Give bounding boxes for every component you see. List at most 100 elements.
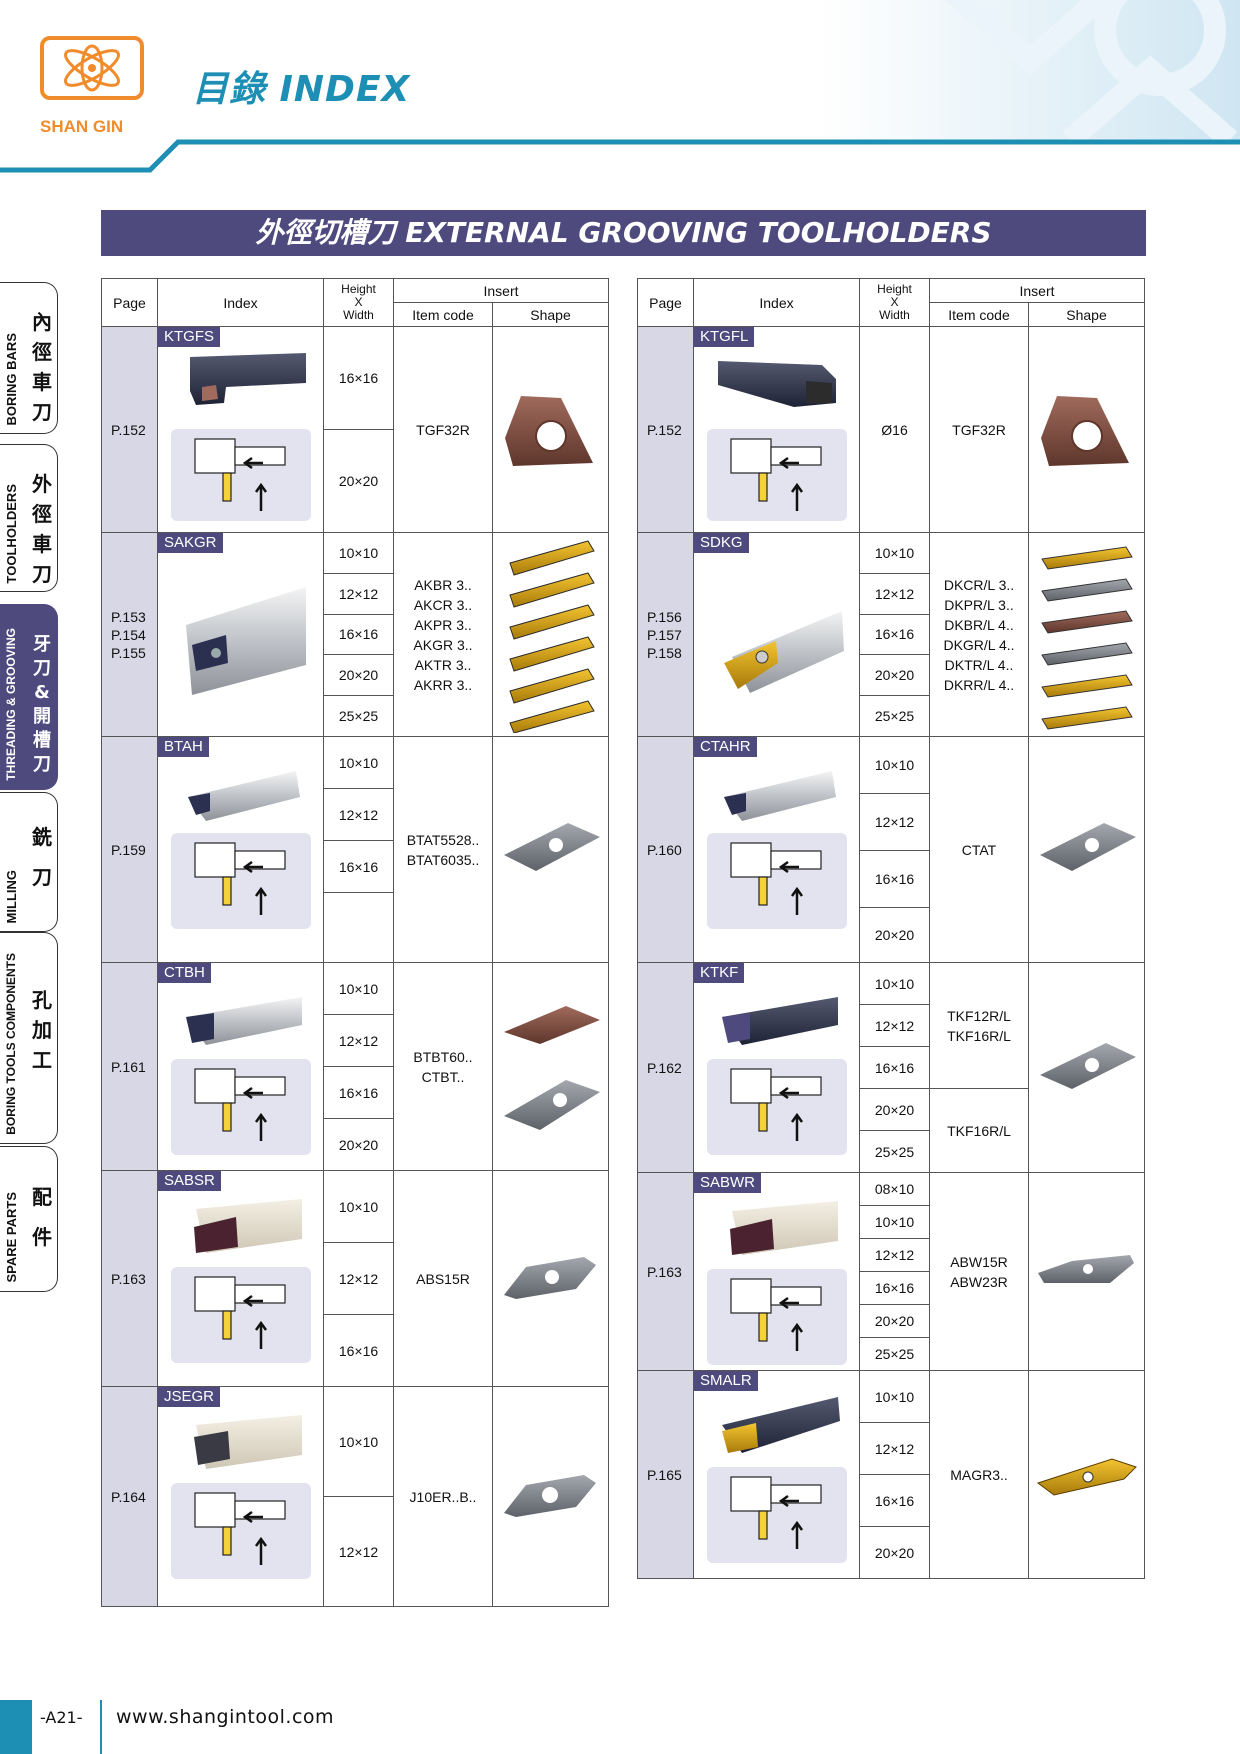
sidebar-tab-boring-tools-components[interactable]: BORING TOOLS COMPONENTS 孔加工 <box>0 932 58 1144</box>
footer-divider <box>100 1700 102 1754</box>
col-page: Page <box>637 278 694 327</box>
product-name: SAKGR <box>158 533 223 553</box>
product-name: CTBH <box>158 963 211 983</box>
size-value: 16×16 <box>323 326 394 430</box>
index-cell[interactable]: CTAHR <box>693 736 860 963</box>
index-cell[interactable]: SABWR <box>693 1172 860 1371</box>
insert-shape <box>491 1170 610 1387</box>
toolholder-diagram <box>170 833 311 929</box>
size-value: 10×10 <box>323 1386 394 1497</box>
index-cell[interactable]: KTKF <box>693 962 860 1173</box>
size-value: 16×16 <box>859 613 930 656</box>
product-name: KTGFS <box>158 327 221 347</box>
sidebar-tab-boring-bars[interactable]: BORING BARS 內徑車刀 <box>0 282 58 434</box>
size-value: 12×12 <box>859 1238 930 1272</box>
item-code: BTBT60..CTBT.. <box>393 962 493 1171</box>
toolholder-photo <box>187 771 300 821</box>
toolholder-photo <box>729 1201 838 1255</box>
toolholder-diagram <box>706 429 847 521</box>
col-index: Index <box>693 278 860 327</box>
size-value: 12×12 <box>859 1004 930 1047</box>
toolholder-photo <box>717 361 836 407</box>
col-item-code: Item code <box>393 302 493 327</box>
toolholder-photo <box>193 1199 302 1253</box>
insert-shape-icon <box>508 540 595 734</box>
col-shape: Shape <box>1027 302 1146 327</box>
product-name: KTGFL <box>694 327 755 347</box>
index-cell[interactable]: SABSR <box>157 1170 324 1387</box>
toolholder-photo <box>185 997 302 1045</box>
size-value: 10×10 <box>859 962 930 1005</box>
insert-shape-icon <box>504 396 593 466</box>
index-cell[interactable]: SMALR <box>693 1370 860 1579</box>
index-cell[interactable]: BTAH <box>157 736 324 963</box>
size-value: 12×12 <box>859 572 930 615</box>
product-name: SDKG <box>694 533 749 553</box>
size-value: 10×10 <box>859 1370 930 1423</box>
sidebar-tab-spare-parts[interactable]: SPARE PARTS 配件 <box>0 1146 58 1292</box>
index-cell[interactable]: CTBH <box>157 962 324 1171</box>
insert-shape <box>1027 326 1146 533</box>
page-ref: P.163 <box>101 1170 158 1387</box>
table-row: P.165 SMALR 10×10 MAGR3.. <box>637 1370 1146 1579</box>
item-code: MAGR3.. <box>929 1370 1029 1579</box>
size-value: 12×12 <box>323 1242 394 1315</box>
size-value: 20×20 <box>859 1526 930 1579</box>
sidebar-tab-toolholders[interactable]: TOOLHOLDERS 外徑車刀 <box>0 444 58 592</box>
col-index: Index <box>157 278 324 327</box>
website-link[interactable]: www.shangintool.com <box>116 1706 335 1728</box>
sidebar-tab-milling[interactable]: MILLING 銑刀 <box>0 792 58 932</box>
product-name: JSEGR <box>158 1387 221 1407</box>
size-value: 16×16 <box>859 850 930 908</box>
index-cell[interactable]: KTGFL <box>693 326 860 533</box>
table-row: P.160 CTAHR 10×10 CTAT <box>637 736 1146 963</box>
size-value: 10×10 <box>859 532 930 574</box>
size-value: 20×20 <box>323 1118 394 1171</box>
atom-logo-icon <box>64 44 120 92</box>
size-value: 16×16 <box>323 613 394 656</box>
product-name: SABSR <box>158 1171 221 1191</box>
page-ref: P.165 <box>637 1370 694 1579</box>
insert-shape-icon <box>1039 1043 1136 1089</box>
page-ref: P.163 <box>637 1172 694 1371</box>
size-value: 12×12 <box>859 793 930 851</box>
insert-shape <box>1027 736 1146 963</box>
size-value: 10×10 <box>323 532 394 574</box>
size-value: 10×10 <box>323 736 394 789</box>
sidebar-tab-threading-grooving[interactable]: THREADING & GROOVING 牙刀&開槽刀 <box>0 604 58 790</box>
page-ref: P.161 <box>101 962 158 1171</box>
section-banner: 外徑切槽刀 EXTERNAL GROOVING TOOLHOLDERS <box>101 210 1146 256</box>
size-value: 20×20 <box>859 907 930 963</box>
insert-shape-icon <box>1037 1255 1134 1283</box>
item-code: TGF32R <box>393 326 493 533</box>
table-row: P.163 SABSR 10×10 ABS15R <box>101 1170 610 1387</box>
item-code: J10ER..B.. <box>393 1386 493 1607</box>
page-ref: P.159 <box>101 736 158 963</box>
company-logo <box>40 36 144 100</box>
size-value: 16×16 <box>323 1314 394 1387</box>
index-cell[interactable]: SAKGR <box>157 532 324 737</box>
size-value: 25×25 <box>323 695 394 737</box>
product-name: KTKF <box>694 963 745 983</box>
index-cell[interactable]: KTGFS <box>157 326 324 533</box>
size-value: 16×16 <box>859 1271 930 1305</box>
item-code: TKF16R/L <box>929 1088 1029 1173</box>
footer-accent-bar <box>0 1700 32 1754</box>
toolholder-diagram <box>170 1267 311 1363</box>
size-value: 10×10 <box>859 1205 930 1239</box>
col-page: Page <box>101 278 158 327</box>
insert-shape <box>1027 532 1146 737</box>
col-shape: Shape <box>491 302 610 327</box>
index-cell[interactable]: JSEGR <box>157 1386 324 1607</box>
insert-shape <box>1027 1172 1146 1371</box>
page-ref: P.153 P.154 P.155 <box>101 532 158 737</box>
size-value: 10×10 <box>323 962 394 1015</box>
item-code: TGF32R <box>929 326 1029 533</box>
item-code: AKBR 3..AKCR 3..AKPR 3..AKGR 3..AKTR 3..… <box>393 532 493 737</box>
index-cell[interactable]: SDKG <box>693 532 860 737</box>
